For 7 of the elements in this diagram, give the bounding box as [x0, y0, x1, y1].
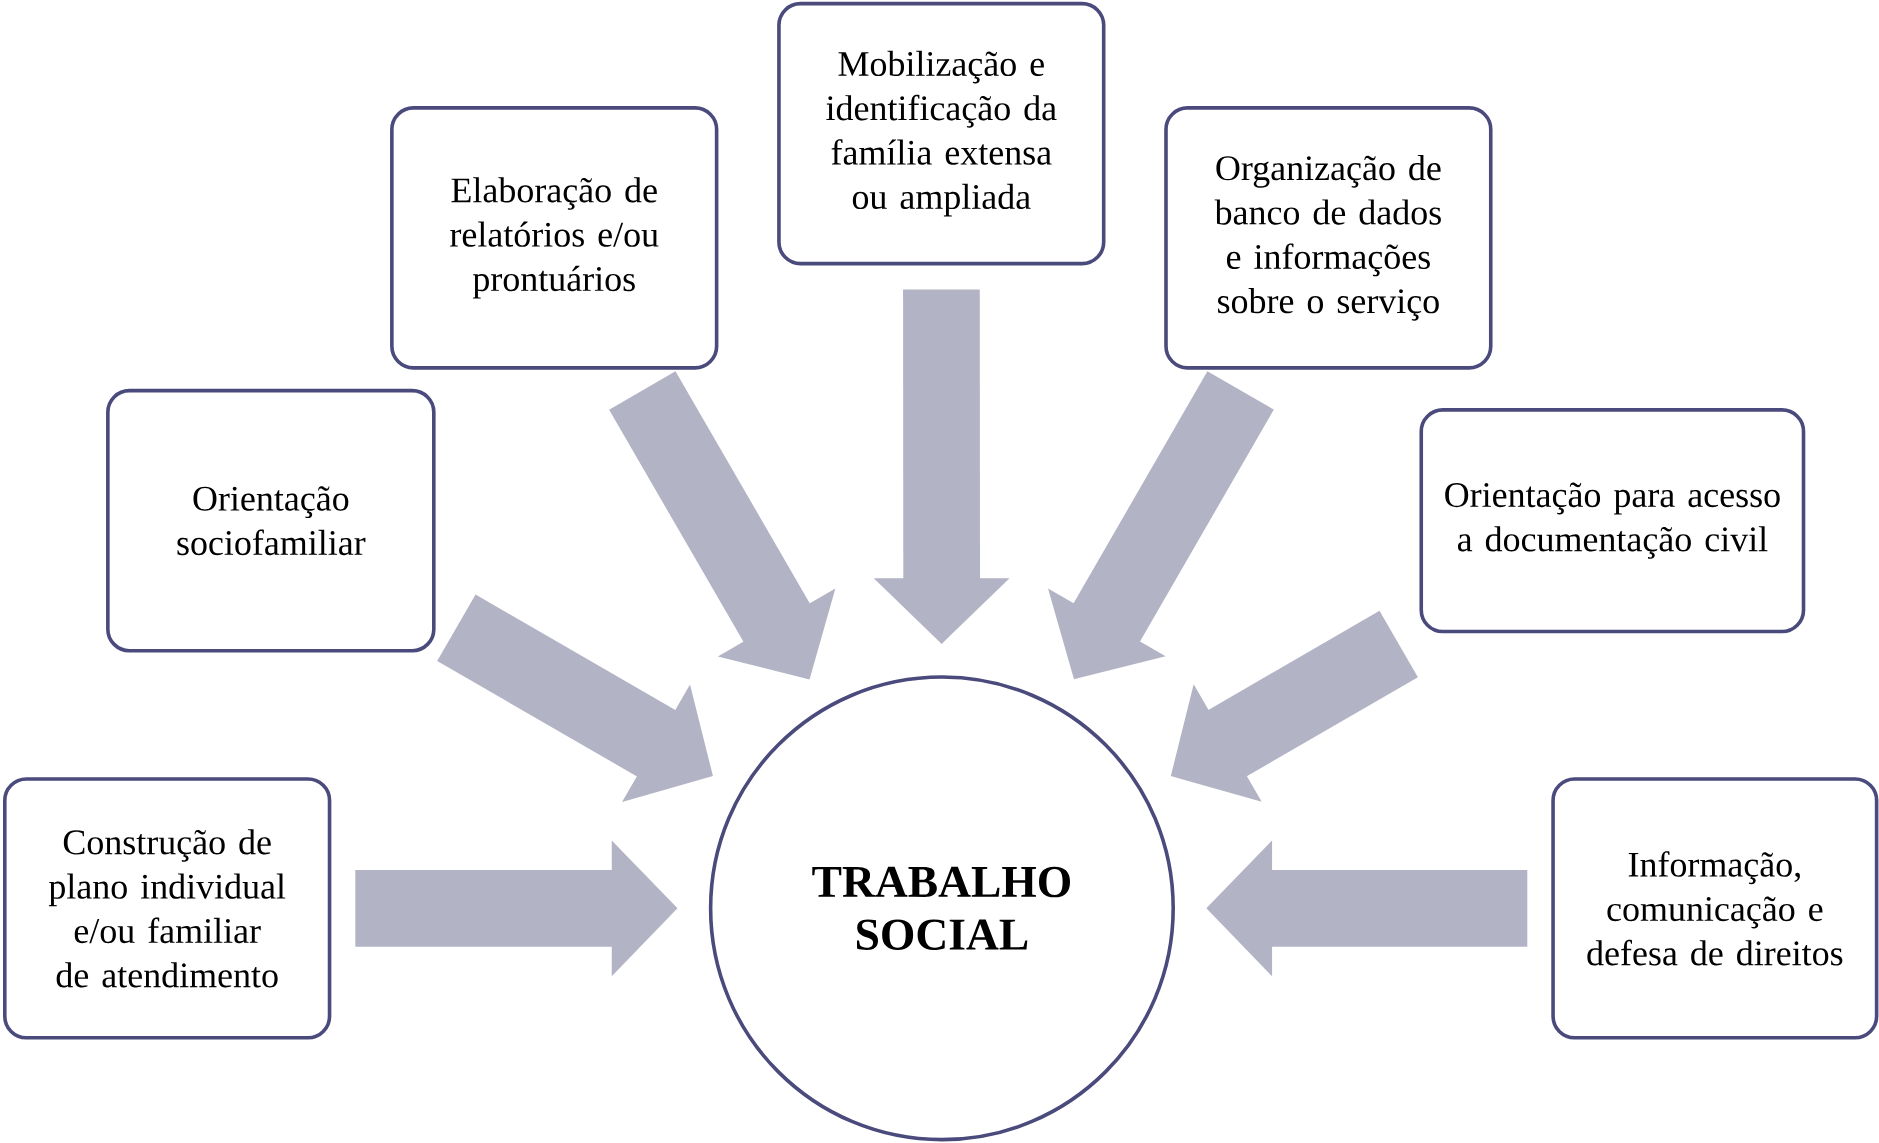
process-box: Orientação sociofamiliar [106, 388, 436, 653]
process-box: Elaboração de relatórios e/ou prontuários [390, 105, 719, 370]
process-box: Orientação para acesso a documentação civil [1419, 407, 1806, 634]
process-box: Mobilização e identificação da família extensa ou ampliada [777, 1, 1106, 266]
process-box: Informação, comunicação e defesa de direitos [1551, 777, 1879, 1040]
process-box: Construção de plano individual e/ou familiar de atendimento [3, 777, 332, 1040]
process-box: Organização de banco de dados e informações sobre o serviço [1164, 105, 1493, 370]
